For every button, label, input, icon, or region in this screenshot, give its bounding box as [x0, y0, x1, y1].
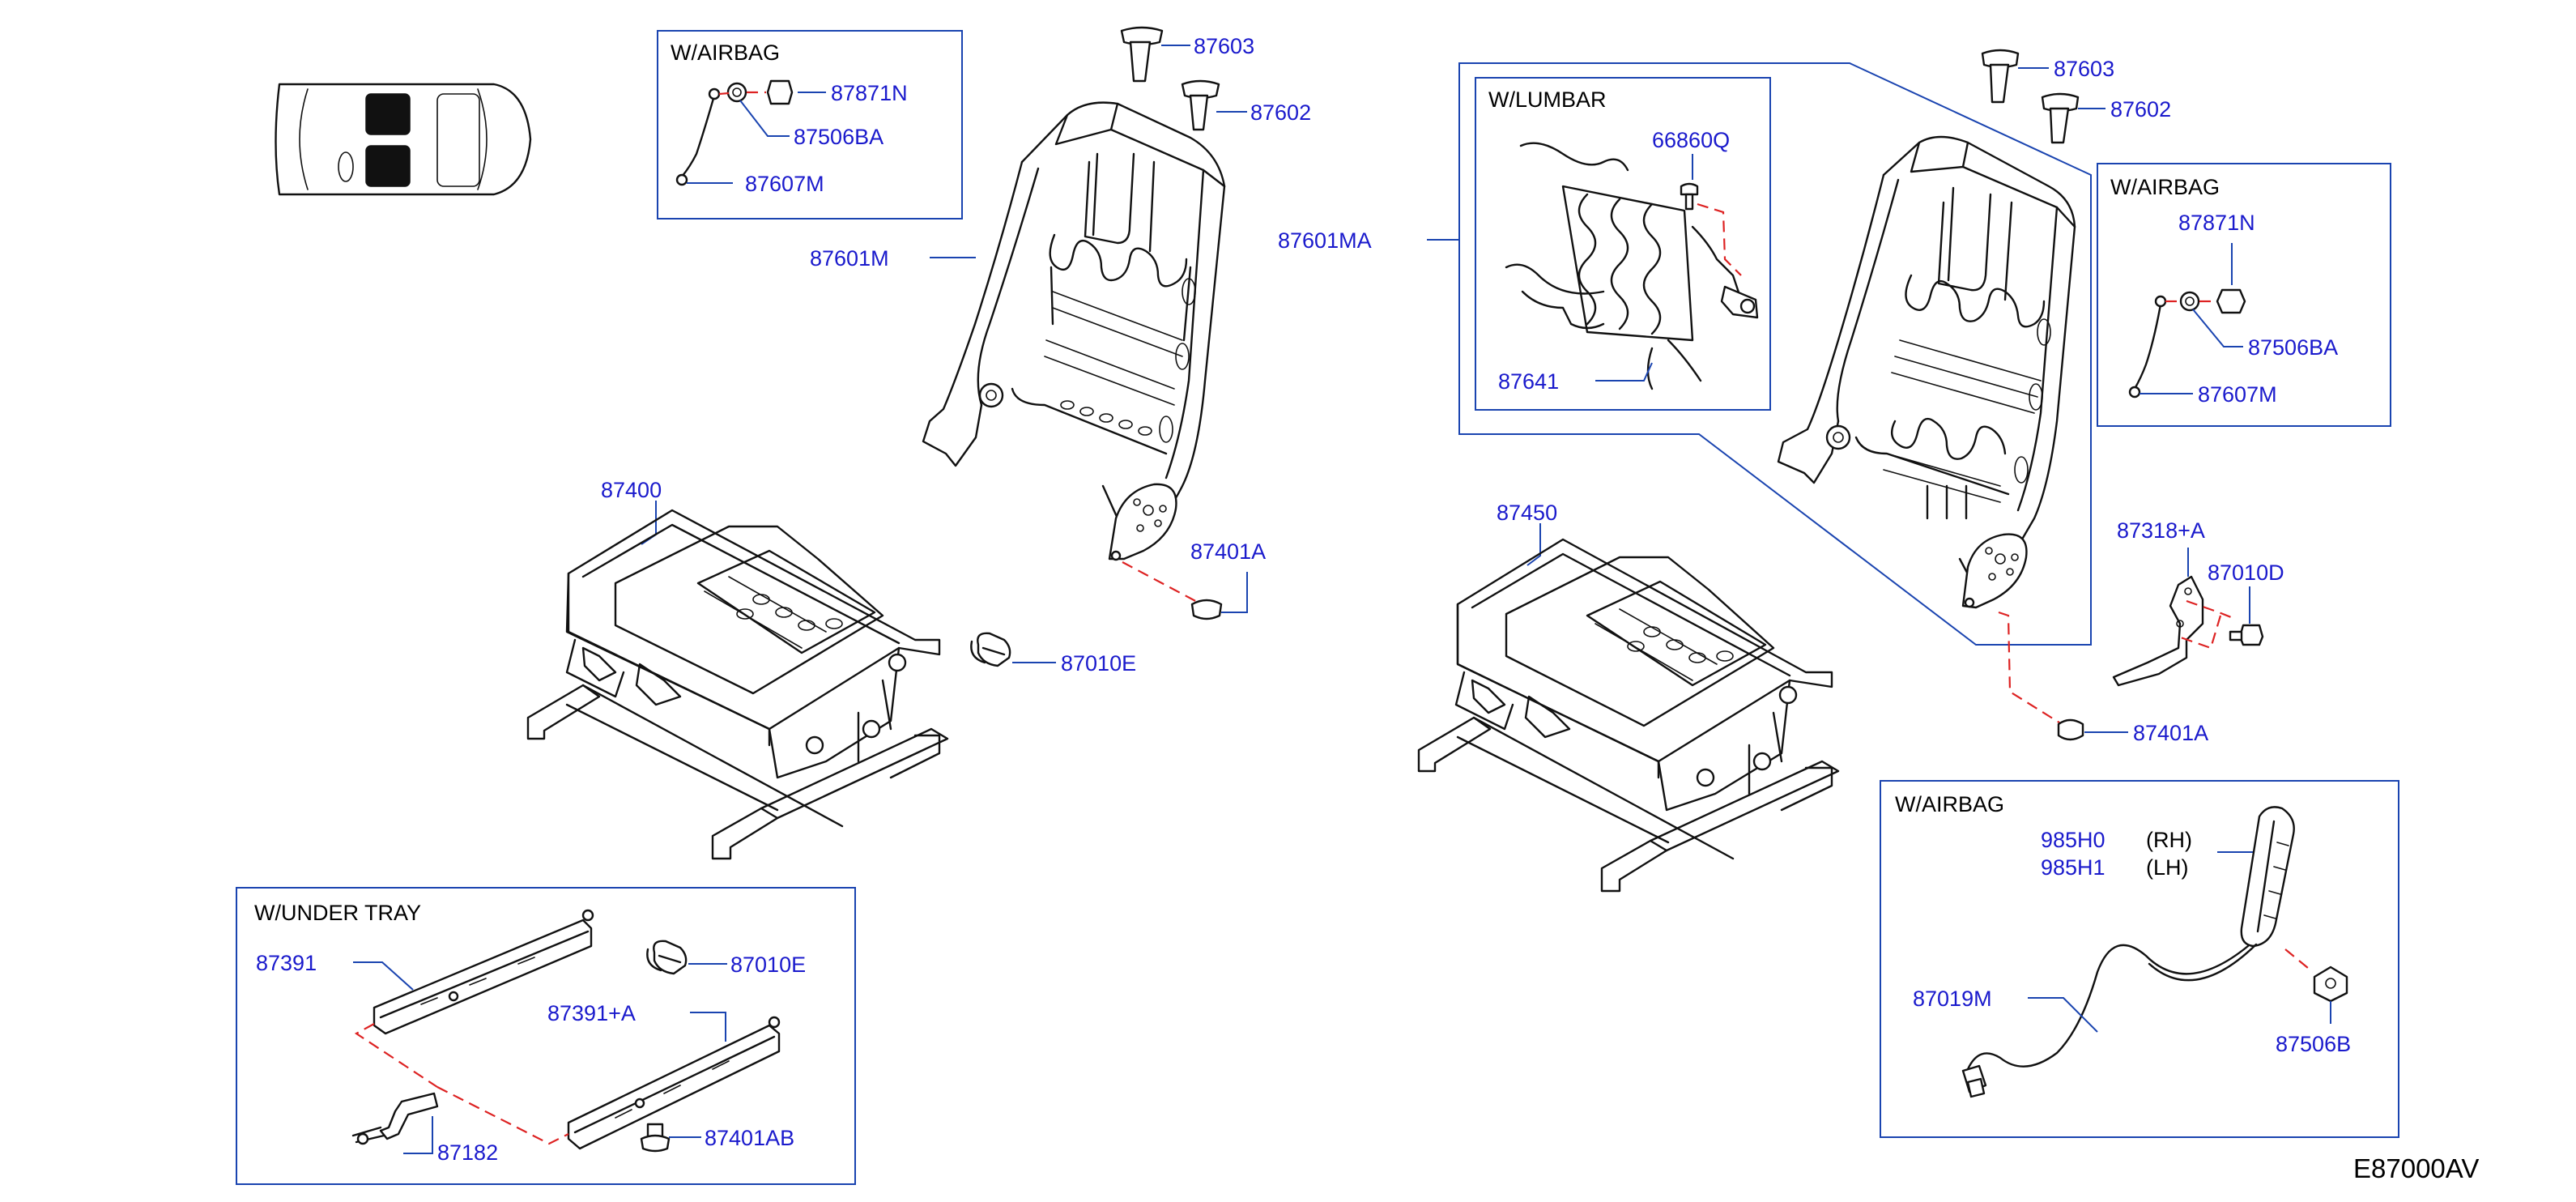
lumbar-support-87641 — [1505, 142, 1743, 390]
part-87401A-right: 87401A — [2133, 721, 2208, 745]
vehicle-locator-icon — [275, 83, 532, 196]
part-87641: 87641 — [1498, 369, 1559, 394]
part-87010E-mid: 87010E — [1061, 651, 1136, 676]
clip-87182 — [351, 1092, 439, 1145]
part-985H1-side: (LH) — [2146, 855, 2189, 880]
side-airbag-module — [2240, 806, 2295, 948]
recliner-disk-left — [1108, 483, 1177, 561]
airbag-top-box: W/AIRBAG 87871N 87506BA 87607M — [657, 30, 963, 220]
clip-87010E-tray — [646, 940, 688, 975]
headrest-guide-87603-right — [1981, 49, 2020, 104]
under-tray-box: W/UNDER TRAY 87391 87010E 87391+ — [236, 887, 856, 1185]
under-tray-box-label: W/UNDER TRAY — [254, 901, 421, 925]
airbag-right-box: W/AIRBAG 87871N 87506BA 87607M — [2097, 163, 2391, 427]
part-87871N-right: 87871N — [2178, 211, 2255, 235]
part-87010E-tray: 87010E — [730, 953, 806, 977]
part-87318A: 87318+A — [2117, 518, 2205, 543]
airbag-bottom-box: W/AIRBAG 985H0 (RH) 985H1 (LH) 87019M 87… — [1880, 780, 2399, 1138]
nut-87506B — [2313, 965, 2348, 1003]
seatback-87601MA-group: 87601MA W/LUMBAR 66860Q 87641 — [1278, 62, 2092, 646]
bolt-87010D — [2229, 624, 2264, 646]
seat-cushion-frame-87400: 87400 — [526, 478, 949, 860]
part-87401AB: 87401AB — [705, 1126, 794, 1150]
part-985H0-side: (RH) — [2146, 828, 2192, 852]
bolt-87401AB — [640, 1123, 671, 1153]
airbag-bottom-box-label: W/AIRBAG — [1895, 792, 2004, 816]
tray-rail-87391A — [567, 1016, 781, 1150]
part-87607M-right: 87607M — [2198, 382, 2277, 407]
part-87871N-left: 87871N — [831, 81, 908, 105]
part-87603-left: 87603 — [1194, 34, 1254, 58]
diagram-code: E87000AV — [2353, 1153, 2479, 1183]
part-87602-left: 87602 — [1250, 100, 1311, 125]
headrest-guide-87603-left — [1120, 26, 1164, 83]
part-87400: 87400 — [601, 478, 662, 502]
seat-cushion-frame-87450: 87450 — [1417, 501, 1840, 893]
bolt-87401A-right — [2057, 718, 2084, 741]
part-87019M: 87019M — [1913, 987, 1992, 1011]
part-87506BA-left: 87506BA — [794, 125, 884, 149]
part-87506BA-right: 87506BA — [2248, 335, 2338, 360]
lumbar-knob — [1720, 285, 1759, 319]
seatback-frame-right — [1777, 135, 2076, 609]
part-87401A-left: 87401A — [1190, 539, 1266, 564]
headrest-guide-87602-right — [2041, 92, 2080, 144]
bolt-87401A-left — [1190, 599, 1223, 620]
screw-66860Q — [1680, 182, 1699, 211]
part-87601M: 87601M — [810, 246, 889, 271]
airbag-right-box-label: W/AIRBAG — [2110, 175, 2220, 199]
part-87603-right: 87603 — [2054, 57, 2114, 81]
headrest-guide-87602-left — [1181, 79, 1220, 131]
airbag-top-box-label: W/AIRBAG — [671, 40, 780, 65]
bracket-87318A — [2112, 575, 2204, 687]
part-87601MA: 87601MA — [1278, 228, 1372, 253]
part-87602-right: 87602 — [2110, 97, 2171, 121]
harness-connector — [1961, 1064, 1987, 1098]
part-985H0: 985H0 — [2041, 828, 2106, 852]
lumbar-box-label: W/LUMBAR — [1488, 87, 1607, 112]
part-985H1: 985H1 — [2041, 855, 2106, 880]
tray-rail-87391 — [373, 909, 594, 1035]
part-87010D: 87010D — [2208, 561, 2284, 585]
part-87607M-left: 87607M — [745, 172, 824, 196]
part-87182: 87182 — [437, 1140, 498, 1165]
part-87450: 87450 — [1497, 501, 1557, 525]
clip-87010E-mid — [970, 632, 1011, 667]
part-87391A: 87391+A — [547, 1001, 636, 1025]
part-87391: 87391 — [256, 951, 317, 975]
part-66860Q: 66860Q — [1652, 128, 1730, 152]
seatback-frame-left: 87603 87602 — [810, 26, 1311, 561]
part-87506B: 87506B — [2276, 1032, 2351, 1056]
recliner-disk-right — [1961, 533, 2028, 609]
